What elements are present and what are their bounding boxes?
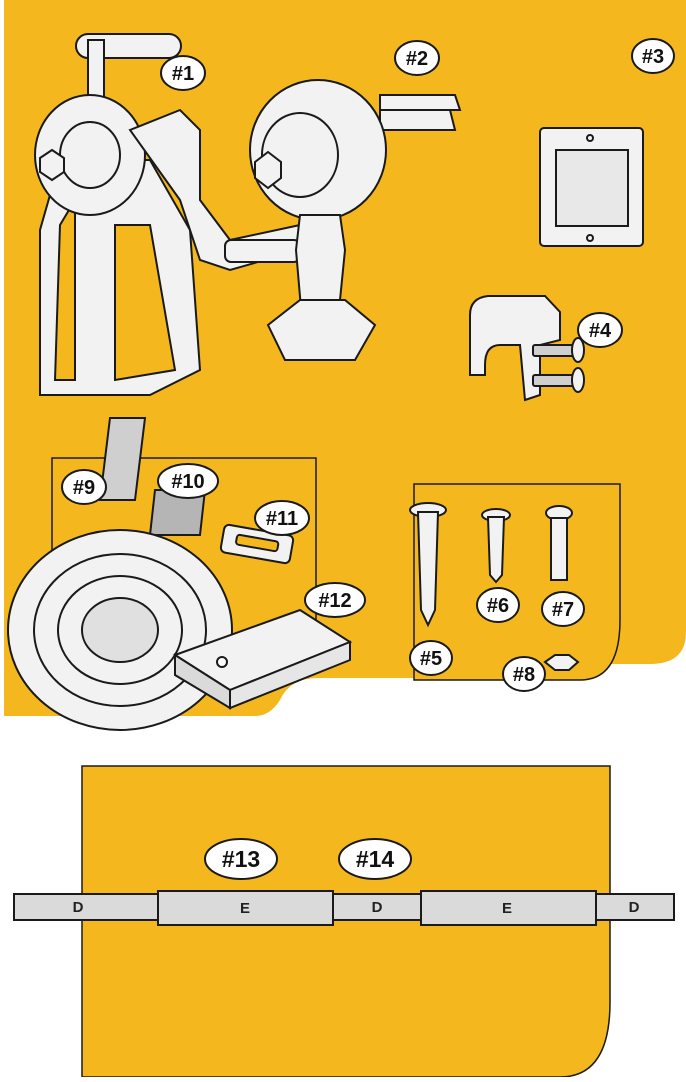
slider-hole	[217, 657, 227, 667]
label-badge-14: #14	[339, 839, 411, 879]
mounting-plate-hole-top	[587, 135, 593, 141]
bottom-panel: D E D E D	[14, 766, 674, 1077]
label-badge-9: #9	[62, 470, 106, 504]
label-badge-10: #10	[158, 464, 218, 498]
winder-hex-hub	[40, 150, 64, 180]
winder-gear-rack	[225, 240, 300, 262]
label-badge-12: #12	[305, 583, 365, 617]
strip-letter: D	[372, 899, 383, 916]
strip-assembly	[14, 891, 674, 925]
screw-short-shank	[488, 517, 504, 582]
part-label: #3	[642, 46, 664, 68]
clamp-bolt-lower	[533, 375, 575, 386]
part-label: #13	[222, 846, 260, 872]
label-badge-2: #2	[395, 41, 439, 75]
winder-drum-inner	[60, 122, 120, 188]
reel-shaft-lower	[380, 110, 455, 130]
mounting-plate-illustration	[540, 128, 643, 246]
part-label: #11	[266, 508, 298, 530]
crank-handle-arm	[88, 40, 104, 100]
strip-letter: E	[502, 900, 512, 917]
label-badge-6: #6	[477, 588, 519, 622]
part-label: #12	[318, 590, 351, 612]
mounting-plate-hole-bottom	[587, 235, 593, 241]
part-label: #7	[552, 599, 574, 621]
label-badge-8: #8	[503, 657, 545, 691]
label-badge-11: #11	[255, 501, 309, 535]
part-label: #14	[356, 846, 395, 872]
label-badge-13: #13	[205, 839, 277, 879]
part-label: #9	[73, 477, 95, 499]
clamp-bolt-upper	[533, 345, 575, 356]
strip-letter: D	[629, 899, 640, 916]
bolt-shank	[551, 518, 567, 580]
screw-long-shank	[418, 512, 438, 625]
label-badge-1: #1	[161, 56, 205, 90]
label-badge-7: #7	[542, 592, 584, 626]
label-badge-4: #4	[578, 313, 622, 347]
strip-letter: E	[240, 900, 250, 917]
label-badge-3: #3	[632, 39, 674, 73]
clamp-wingnut-upper	[572, 338, 584, 362]
part-label: #10	[171, 471, 204, 493]
strip-letter: D	[73, 899, 84, 916]
mounting-plate-recess	[556, 150, 628, 226]
part-label: #2	[406, 48, 428, 70]
part-label: #5	[420, 648, 442, 670]
reel-shaft-upper	[380, 95, 460, 110]
part-label: #6	[487, 595, 509, 617]
clamp-wingnut-lower	[572, 368, 584, 392]
label-badge-5: #5	[410, 641, 452, 675]
tape-roll-core	[82, 598, 158, 662]
part-label: #1	[172, 63, 194, 85]
strip-segment-d-left	[14, 894, 158, 920]
part-label: #4	[589, 320, 612, 342]
part-label: #8	[513, 664, 535, 686]
